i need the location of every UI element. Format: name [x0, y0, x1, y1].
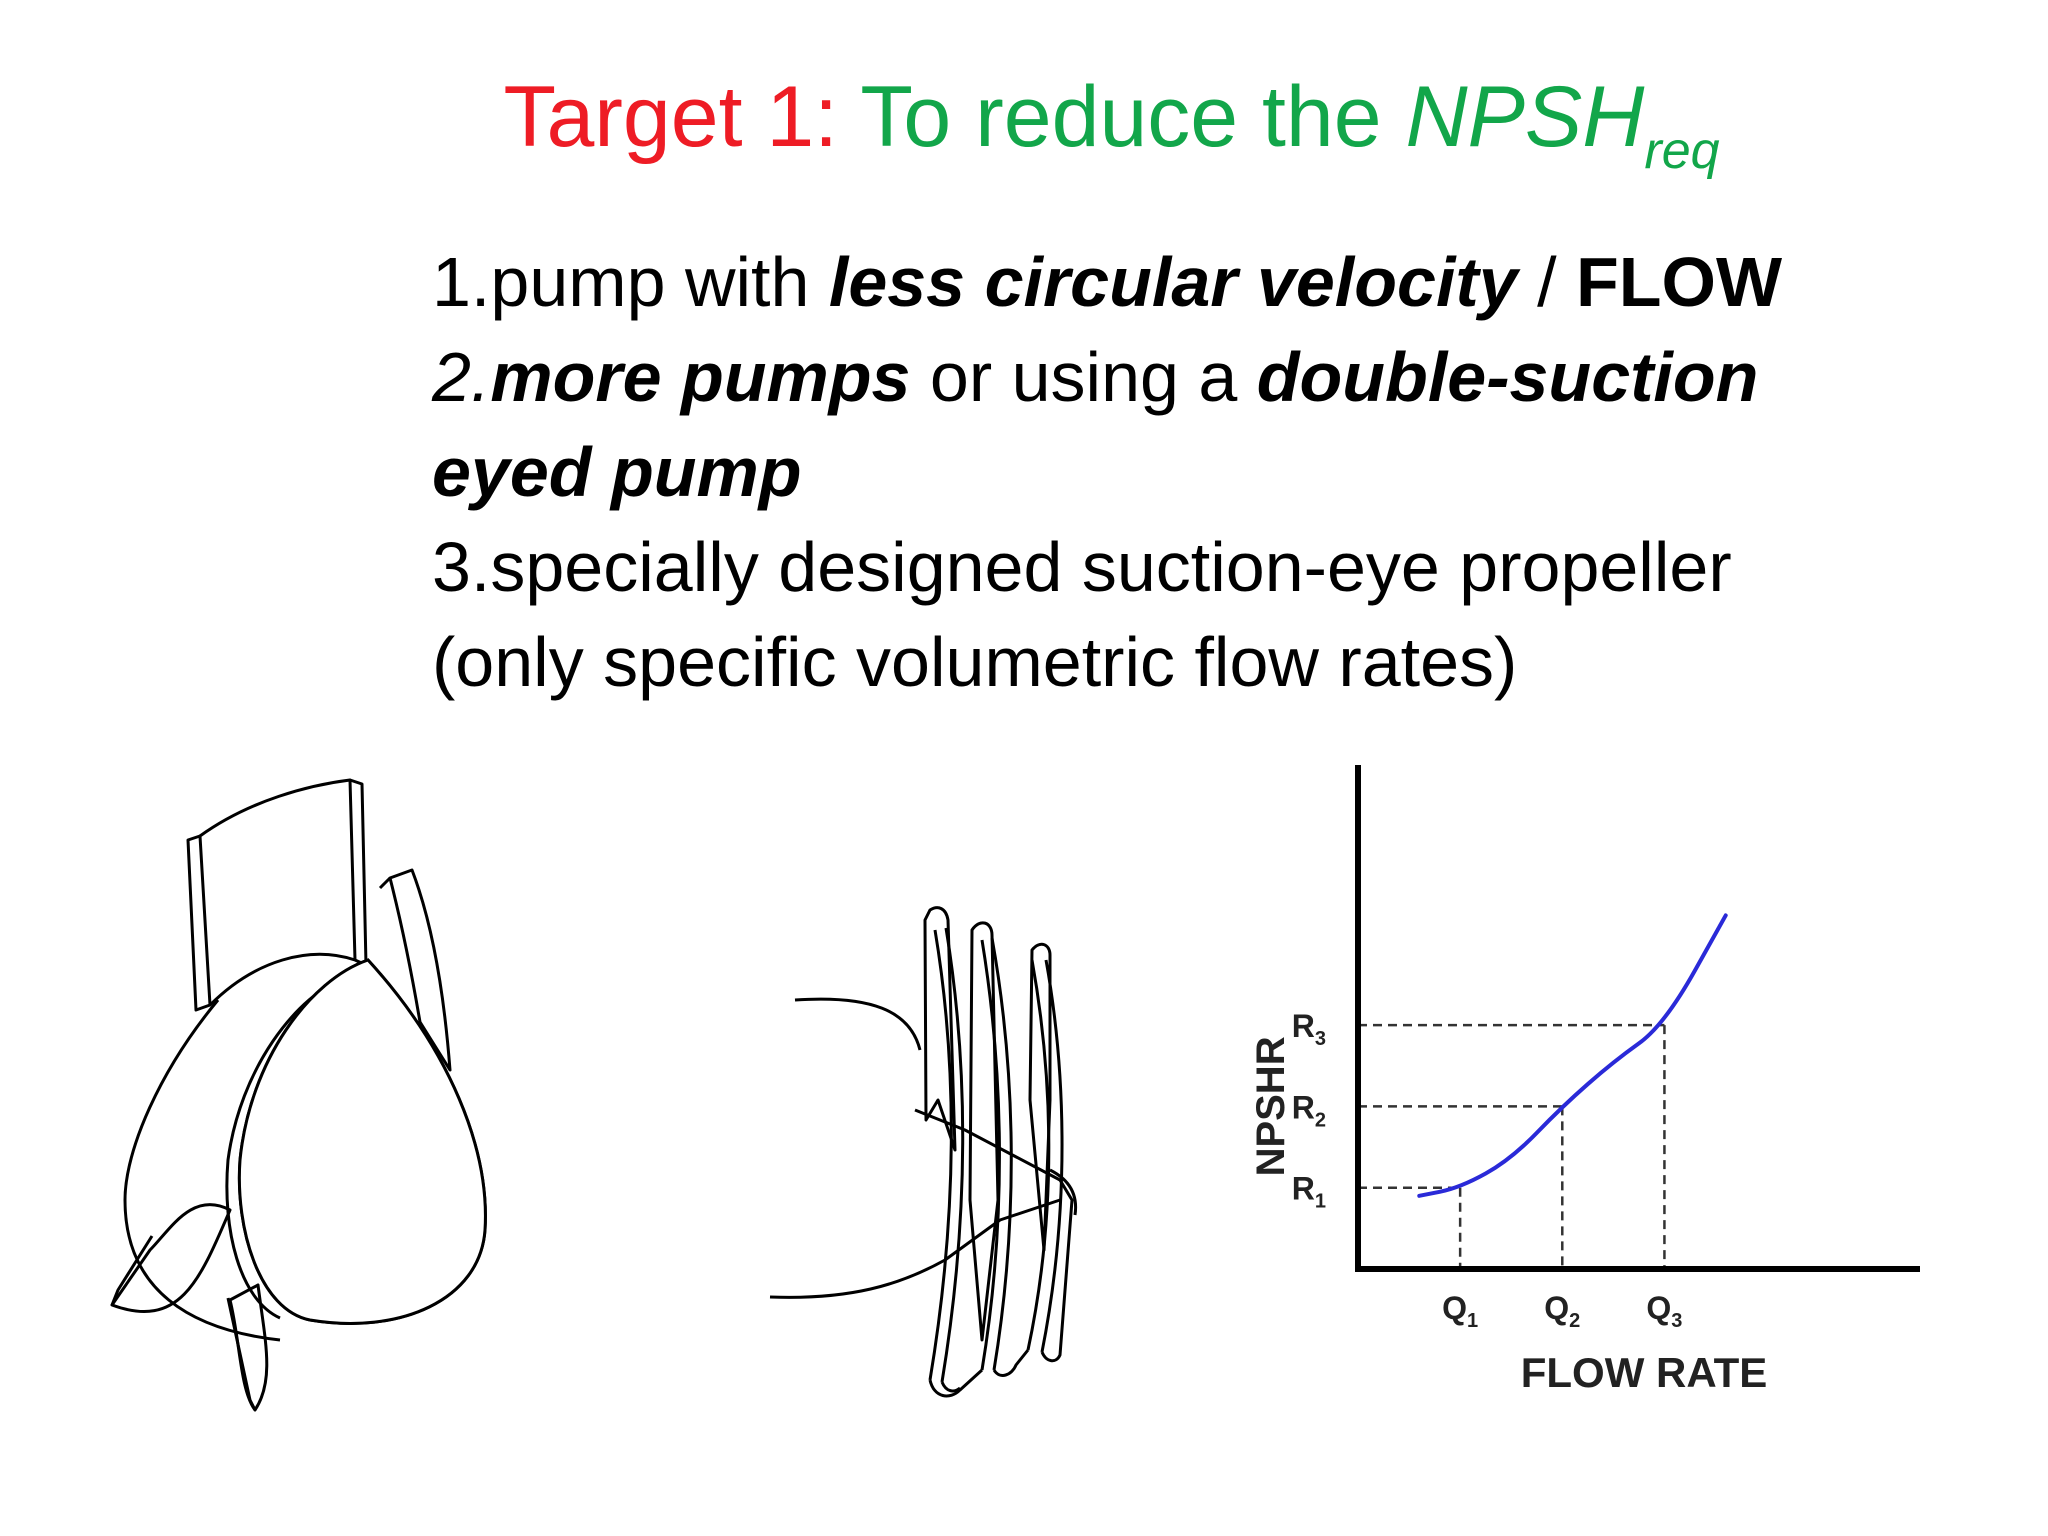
chart-guides	[1358, 1023, 1666, 1269]
bullet-2-continuation: eyed pump	[432, 425, 1852, 520]
bullet-2-number: 2.	[432, 338, 491, 416]
bullet-1-strong: FLOW	[1576, 243, 1783, 321]
bullet-3: 3.specially designed suction-eye propell…	[432, 528, 1732, 606]
bullet-1-separator: /	[1517, 243, 1576, 321]
bullet-2-emphasis-1: more pumps	[490, 338, 911, 416]
bullet-1-emphasis: less circular velocity	[828, 243, 1518, 321]
title-main: To reduce the	[860, 69, 1406, 165]
bullet-2: 2.more pumps or using a double-suction	[432, 330, 1852, 425]
bullet-1-text: pump with	[490, 243, 829, 321]
x-tick-label-1: Q1	[1442, 1290, 1478, 1332]
chart-tick-labels: Q1 Q2 Q3 R1 R2 R3	[1292, 1008, 1683, 1332]
npshr-flow-rate-chart: Q1 Q2 Q3 R1 R2 R3 FLOW RATE NPSHR	[1249, 765, 1920, 1396]
y-tick-label-1: R1	[1292, 1171, 1326, 1213]
y-tick-label-3: R3	[1292, 1008, 1326, 1050]
npshr-curve	[1417, 913, 1728, 1198]
bullet-2-emphasis-2: double-suction	[1256, 338, 1759, 416]
slide-title: Target 1: To reduce the NPSHreq	[0, 62, 2048, 206]
y-tick-label-2: R2	[1292, 1089, 1326, 1131]
inducer-side-view-drawing	[769, 906, 1078, 1398]
bullet-1-number: 1.	[432, 243, 491, 321]
x-tick-label-3: Q3	[1646, 1290, 1682, 1332]
inducer-front-view-drawing	[110, 778, 487, 1412]
x-axis-label: FLOW RATE	[1521, 1349, 1768, 1396]
bullet-3-continuation: (only specific volumetric flow rates)	[432, 623, 1518, 701]
title-prefix: Target 1:	[503, 69, 839, 165]
bullet-1: 1.pump with less circular velocity / FLO…	[432, 235, 1852, 330]
x-tick-label-2: Q2	[1544, 1290, 1580, 1332]
bullet-list: 1.pump with less circular velocity / FLO…	[432, 235, 1852, 710]
bullet-2-emphasis-3: eyed pump	[432, 433, 802, 511]
title-symbol: NPSH	[1405, 69, 1645, 165]
y-axis-label: NPSHR	[1249, 1036, 1293, 1176]
bullet-2-text: or using a	[910, 338, 1257, 416]
title-subscript: req	[1644, 122, 1720, 180]
